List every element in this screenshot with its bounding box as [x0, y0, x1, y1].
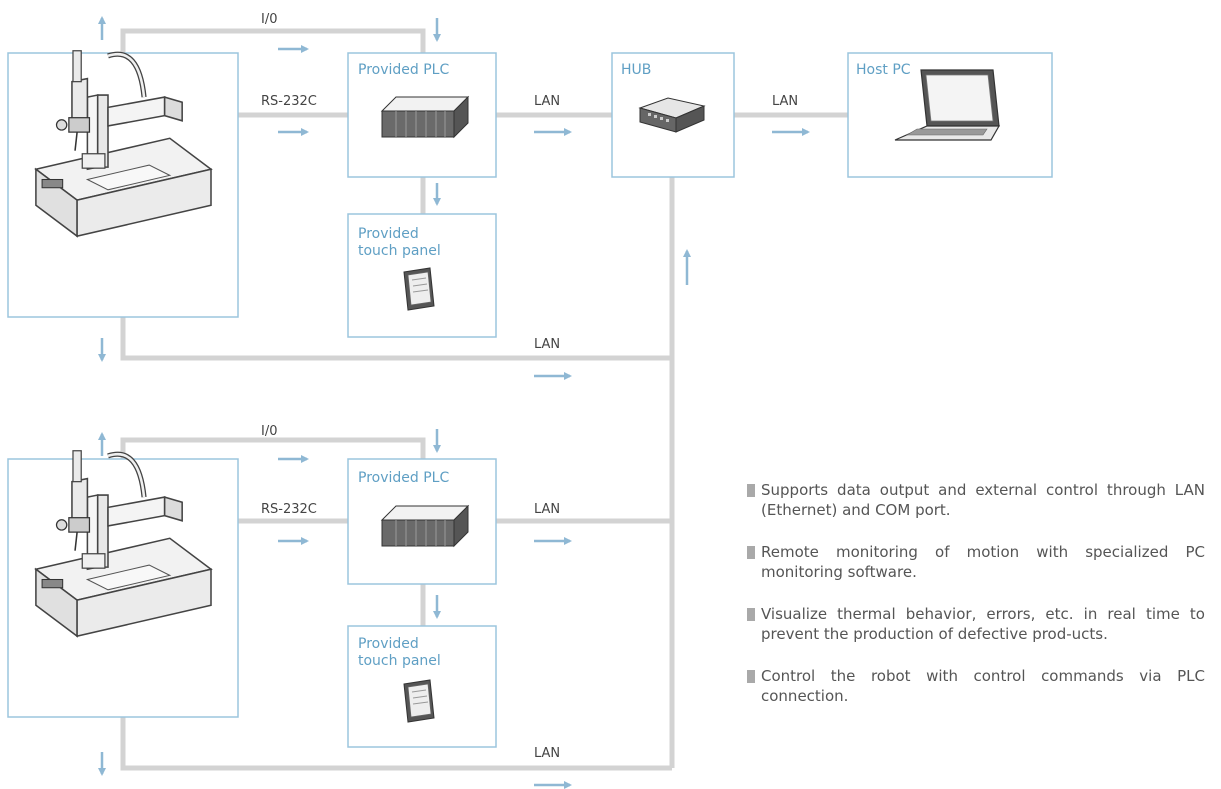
- plc-rack-icon: [381, 96, 469, 138]
- io-line-1: [120, 28, 426, 53]
- feature-text: Visualize thermal behavior, errors, etc.…: [761, 605, 1205, 643]
- feature-item: Control the robot with control commands …: [745, 666, 1205, 706]
- robot-box-1: [7, 51, 239, 318]
- io-label: I/0: [261, 12, 278, 27]
- lan-label: LAN: [772, 94, 798, 109]
- network-hub-icon: [638, 97, 706, 133]
- touch-panel-title-line1: Provided: [358, 636, 419, 652]
- host-pc-title: Host PC: [856, 62, 911, 78]
- touch-panel-icon: [403, 267, 435, 311]
- feature-text: Control the robot with control commands …: [761, 667, 1205, 705]
- connection-lines: [120, 28, 848, 771]
- touch-panel-title-line1: Provided: [358, 226, 419, 242]
- lan-label: LAN: [534, 94, 560, 109]
- feature-text: Remote monitoring of motion with special…: [761, 543, 1205, 581]
- hub-box: HUB: [611, 52, 735, 178]
- feature-text: Supports data output and external contro…: [761, 481, 1205, 519]
- lan-line-robot-2: [120, 717, 672, 771]
- plc-box-2: Provided PLC: [347, 458, 497, 585]
- hub-title: HUB: [621, 62, 651, 78]
- rs232c-label: RS-232C: [261, 94, 317, 109]
- touch-panel-box-2: Provided touch panel: [347, 625, 497, 748]
- rs232c-label: RS-232C: [261, 502, 317, 517]
- lan-line-robot-1: [120, 317, 672, 361]
- laptop-icon: [894, 69, 1001, 141]
- bullet-marker: [747, 484, 755, 497]
- plc-title: Provided PLC: [358, 62, 449, 78]
- plc-rack-icon: [381, 505, 469, 547]
- host-pc-box: Host PC: [847, 52, 1053, 178]
- touch-panel-icon: [403, 679, 435, 723]
- bullet-marker: [747, 670, 755, 683]
- io-label: I/0: [261, 424, 278, 439]
- connection-labels: I/0 RS-232C LAN LAN LAN I/0 RS-232C LAN …: [261, 12, 798, 761]
- feature-item: Remote monitoring of motion with special…: [745, 542, 1205, 582]
- feature-list: Supports data output and external contro…: [745, 480, 1205, 728]
- touch-panel-box-1: Provided touch panel: [347, 213, 497, 338]
- robot-box-2: [7, 451, 239, 718]
- feature-item: Visualize thermal behavior, errors, etc.…: [745, 604, 1205, 644]
- plc-title: Provided PLC: [358, 470, 449, 486]
- lan-label: LAN: [534, 746, 560, 761]
- bullet-marker: [747, 546, 755, 559]
- lan-label: LAN: [534, 502, 560, 517]
- flow-arrows: [98, 16, 810, 789]
- touch-panel-title-line2: touch panel: [358, 653, 441, 669]
- bullet-marker: [747, 608, 755, 621]
- plc-box-1: Provided PLC: [347, 52, 497, 178]
- feature-item: Supports data output and external contro…: [745, 480, 1205, 520]
- io-line-2: [120, 437, 426, 459]
- touch-panel-title-line2: touch panel: [358, 243, 441, 259]
- lan-label: LAN: [534, 337, 560, 352]
